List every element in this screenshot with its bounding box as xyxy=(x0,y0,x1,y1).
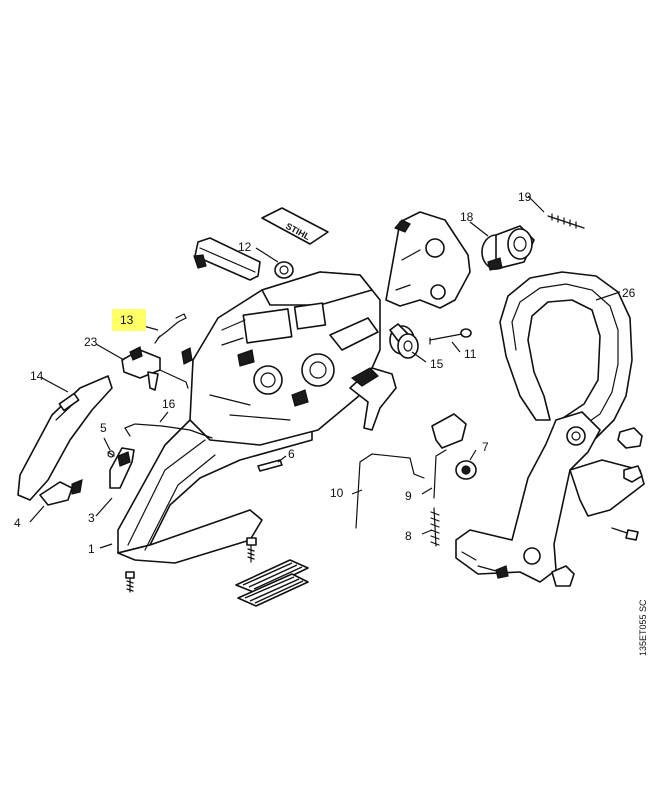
rod-part xyxy=(433,449,447,499)
pin-part xyxy=(257,459,283,472)
handle-guard-part xyxy=(17,375,113,501)
logo-plate: STIHL xyxy=(261,207,329,245)
guide-part xyxy=(349,367,397,431)
callout-15: 15 xyxy=(430,357,444,371)
callout-1: 1 xyxy=(88,542,95,556)
bolt-part xyxy=(429,328,472,345)
spring-part xyxy=(154,313,187,344)
callout-7: 7 xyxy=(482,440,489,454)
callout-26: 26 xyxy=(622,286,636,300)
callout-8: 8 xyxy=(405,529,412,543)
floor-plate-part xyxy=(235,559,309,594)
housing-part xyxy=(117,271,381,564)
trigger-part xyxy=(121,346,189,391)
clip-part xyxy=(431,413,467,449)
buffer-part xyxy=(389,323,419,359)
nut-part xyxy=(551,565,575,587)
callout-19: 19 xyxy=(518,190,532,204)
pin-part xyxy=(107,450,115,458)
lever-part xyxy=(109,447,135,489)
wire-rod-part xyxy=(355,453,425,529)
nut-part xyxy=(623,465,643,483)
front-handle-part xyxy=(455,271,645,583)
nut-part xyxy=(617,427,643,449)
callout-13-highlight xyxy=(112,309,146,331)
screw-part xyxy=(547,213,585,229)
bracket-part xyxy=(385,211,471,309)
callout-18: 18 xyxy=(460,210,474,224)
spring-part xyxy=(430,507,440,547)
throttle-rod-part xyxy=(124,423,213,439)
callout-3: 3 xyxy=(88,511,95,525)
callout-4: 4 xyxy=(14,516,21,530)
callout-10: 10 xyxy=(330,486,344,500)
grommet-part xyxy=(455,460,477,480)
drawing-code: 135ET055 SC xyxy=(638,599,648,656)
grommet-part xyxy=(274,261,294,279)
callout-6: 6 xyxy=(288,447,295,461)
callout-16: 16 xyxy=(162,397,176,411)
callout-13: 13 xyxy=(120,313,134,327)
screw-part xyxy=(125,571,135,593)
callout-12: 12 xyxy=(238,240,252,254)
screw-part xyxy=(246,537,257,563)
intake-boot-part xyxy=(481,225,535,271)
screw-part xyxy=(611,527,639,541)
cover-strip-part xyxy=(193,237,261,281)
clip-part xyxy=(181,347,193,365)
callout-5: 5 xyxy=(100,421,107,435)
callout-11: 11 xyxy=(464,347,477,361)
callout-9: 9 xyxy=(405,489,412,503)
clip-part xyxy=(39,479,83,506)
floor-plate-part xyxy=(237,573,309,607)
callout-14: 14 xyxy=(30,369,44,383)
callout-23: 23 xyxy=(84,335,98,349)
